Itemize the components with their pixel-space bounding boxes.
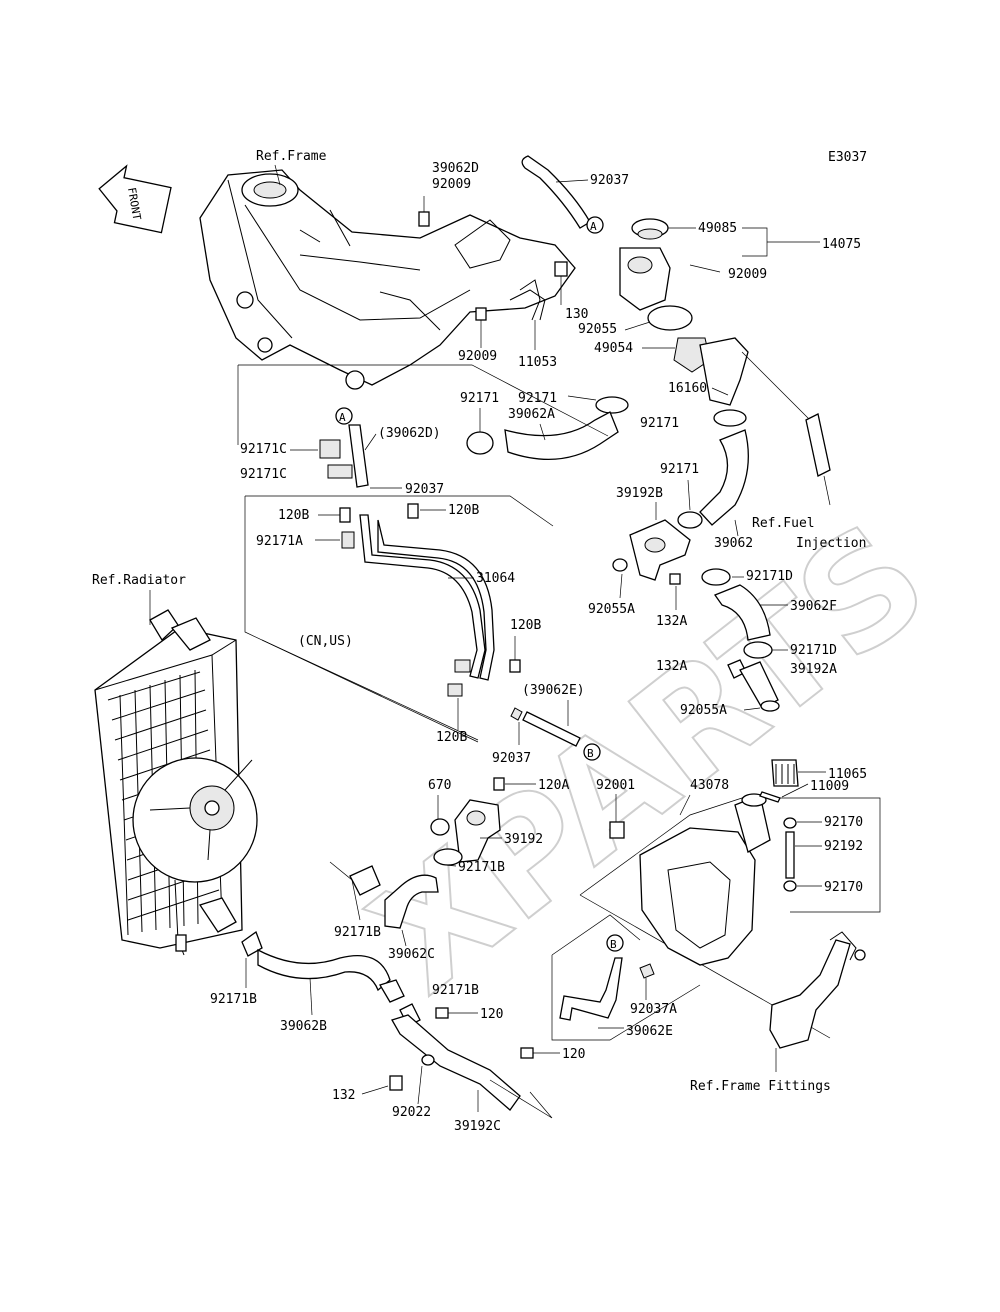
- part-label-39062E: 39062E: [626, 1024, 673, 1039]
- part-label-92171B-a: 92171B: [458, 860, 505, 875]
- part-label-120-a: 120: [480, 1007, 503, 1022]
- part-label-92171-mid: 92171: [518, 391, 557, 406]
- part-label-92171A: 92171A: [256, 534, 303, 549]
- part-label-92171-left: 92171: [460, 391, 499, 406]
- marker-a-top: A: [590, 220, 597, 233]
- part-label-120B-right: 120B: [448, 503, 479, 518]
- ref-fuel-label: Ref.Fuel: [752, 516, 815, 531]
- part-label-92055A-b: 92055A: [680, 703, 727, 718]
- part-label-120B-middle: 120B: [510, 618, 541, 633]
- front-badge-text: FRONT: [125, 186, 144, 221]
- part-label-132: 132: [332, 1088, 355, 1103]
- part-label-670: 670: [428, 778, 451, 793]
- reservoir-tank: [639, 793, 771, 966]
- part-label-92037A: 92037A: [630, 1002, 677, 1017]
- part-label-39062E-paren: (39062E): [522, 683, 585, 698]
- part-label-39062A: 39062A: [508, 407, 555, 422]
- part-label-120A: 120A: [538, 778, 569, 793]
- part-label-92170-b: 92170: [824, 880, 863, 895]
- ref-frame-label: Ref.Frame: [256, 149, 327, 164]
- part-label-39062F: 39062F: [790, 599, 837, 614]
- part-label-39192B: 39192B: [616, 486, 663, 501]
- ref-frame-fittings-label: Ref.Frame Fittings: [690, 1079, 831, 1094]
- part-label-92171-r2: 92171: [660, 462, 699, 477]
- ref-radiator-label: Ref.Radiator: [92, 573, 186, 588]
- part-label-92037-top: 92037: [590, 173, 629, 188]
- part-label-92171B-b: 92171B: [334, 925, 381, 940]
- part-label-92192: 92192: [824, 839, 863, 854]
- part-label-92022: 92022: [392, 1105, 431, 1120]
- part-label-39062: 39062: [714, 536, 753, 551]
- marker-b-mid: B: [587, 747, 594, 760]
- part-label-120-b: 120: [562, 1047, 585, 1062]
- part-label-14075: 14075: [822, 237, 861, 252]
- part-label-11009: 11009: [810, 779, 849, 794]
- part-label-92171D-a: 92171D: [746, 569, 793, 584]
- part-label-92171C-a: 92171C: [240, 442, 287, 457]
- part-label-92001: 92001: [596, 778, 635, 793]
- part-label-92009-top: 92009: [432, 177, 471, 192]
- part-label-132A-b: 132A: [656, 659, 687, 674]
- part-label-92009-right: 92009: [728, 267, 767, 282]
- marker-a-mid: A: [339, 411, 346, 424]
- part-label-39062B: 39062B: [280, 1019, 327, 1034]
- note-cn-us: (CN,US): [298, 634, 353, 649]
- part-label-39192A: 39192A: [790, 662, 837, 677]
- part-label-130: 130: [565, 307, 588, 322]
- front-arrow-icon: FRONT: [98, 164, 172, 234]
- part-label-92055A-a: 92055A: [588, 602, 635, 617]
- part-label-92055: 92055: [578, 322, 617, 337]
- ref-injection-label: Injection: [796, 536, 866, 551]
- marker-b-low: B: [610, 938, 617, 951]
- part-label-43078: 43078: [690, 778, 729, 793]
- part-label-120B-low: 120B: [436, 730, 467, 745]
- part-label-39062D: 39062D: [432, 161, 479, 176]
- part-label-11065: 11065: [828, 767, 867, 782]
- part-label-39062D-paren: (39062D): [378, 426, 441, 441]
- part-label-92171D-b: 92171D: [790, 643, 837, 658]
- frame-illustration: [199, 169, 576, 390]
- part-label-39062C: 39062C: [388, 947, 435, 962]
- part-label-120B-left: 120B: [278, 508, 309, 523]
- part-label-92037-mid: 92037: [405, 482, 444, 497]
- part-label-39192C: 39192C: [454, 1119, 501, 1134]
- part-label-11053: 11053: [518, 355, 557, 370]
- part-label-16160: 16160: [668, 381, 707, 396]
- part-label-49085: 49085: [698, 221, 737, 236]
- part-label-92171B-d: 92171B: [432, 983, 479, 998]
- part-label-132A-a: 132A: [656, 614, 687, 629]
- part-label-92171B-c: 92171B: [210, 992, 257, 1007]
- part-label-49054: 49054: [594, 341, 633, 356]
- radiator-illustration: [94, 609, 258, 956]
- part-label-39192: 39192: [504, 832, 543, 847]
- part-label-92009-bottom: 92009: [458, 349, 497, 364]
- part-label-92171C-b: 92171C: [240, 467, 287, 482]
- part-label-92037-low: 92037: [492, 751, 531, 766]
- diagram-code: E3037: [828, 150, 867, 165]
- part-label-92170-a: 92170: [824, 815, 863, 830]
- part-label-92171-right: 92171: [640, 416, 679, 431]
- part-label-31064: 31064: [476, 571, 515, 586]
